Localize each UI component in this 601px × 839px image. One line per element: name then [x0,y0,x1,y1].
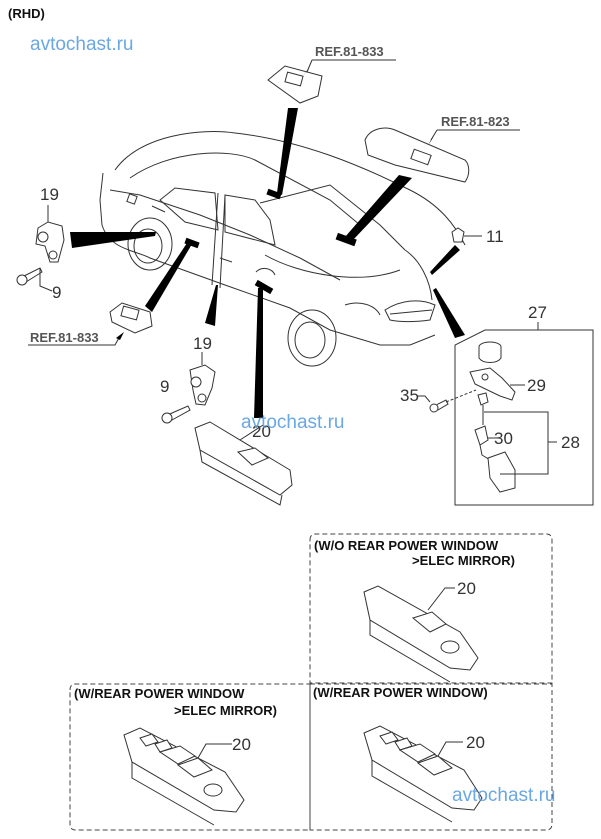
callout-35: 35 [400,386,419,405]
pointer-hood-clip [430,245,460,275]
variant-2-title-line2: >ELEC MIRROR) [174,703,277,718]
rear-window-switch-panel-left [109,302,153,334]
callout-9-left: 9 [52,283,61,302]
callout-30: 30 [494,429,513,448]
variant-3-title: (W/REAR POWER WINDOW) [313,685,488,700]
watermark-top: avtochast.ru [30,34,134,55]
variant-1-title-line1: (W/O REAR POWER WINDOW [314,538,499,553]
variant-3-callout-20: 20 [466,733,485,752]
variant-1-title-line2: >ELEC MIRROR) [412,553,515,568]
ref-label-right[interactable]: REF.81-823 [441,114,510,129]
pointer-door-switch-center [205,285,218,326]
variant-box-wo-rear-power-window: (W/O REAR POWER WINDOW >ELEC MIRROR) 20 [309,533,553,684]
ref-top-callout[interactable]: REF.81-833 [303,44,396,76]
pointer-hood-switch [433,288,465,338]
pointer-wedges [70,108,465,418]
driver-window-switch-main [194,421,293,506]
rear-window-switch-panel-top [267,65,323,104]
variant-label: (RHD) [8,6,45,21]
callout-19-left: 19 [40,185,59,204]
hood-switch-parts [418,341,557,493]
hood-clip-11 [451,227,482,243]
ref-left-callout[interactable]: REF.81-833 [28,330,124,346]
callout-29: 29 [527,376,546,395]
variant-box-w-rear-power-window: (W/REAR POWER WINDOW) 20 [309,683,553,831]
car-illustration [99,131,466,367]
variant-2-title-line1: (W/REAR POWER WINDOW [74,686,245,701]
ref-label-left[interactable]: REF.81-833 [30,330,99,345]
callout-27: 27 [528,303,547,322]
pointer-door-switch-left [70,232,156,248]
variant-box-w-rear-power-window-elec-mirror: (W/REAR POWER WINDOW >ELEC MIRROR) 20 [69,683,311,831]
front-passenger-switch-panel [364,127,470,183]
pointer-driver-switch [254,288,263,418]
door-switch-assembly-left [16,205,65,292]
pointer-front-passenger-switch [345,175,412,241]
ref-right-callout[interactable]: REF.81-823 [428,114,520,145]
callout-20-main: 20 [252,422,271,441]
door-switch-assembly-center [161,352,216,424]
callout-11: 11 [486,227,504,246]
watermark-center: avtochast.ru [241,412,345,433]
watermark-bottom: avtochast.ru [452,785,556,806]
hood-switch-box-27 [454,322,594,506]
variant-1-callout-20: 20 [457,579,476,598]
callout-19-center: 19 [193,334,212,353]
variant-2-callout-20: 20 [232,735,251,754]
callout-9-center: 9 [160,377,169,396]
callout-28: 28 [561,433,580,452]
ref-label-top[interactable]: REF.81-833 [315,44,384,59]
pointer-rear-door-switch [145,243,192,312]
pointer-rear-switch [277,108,298,195]
